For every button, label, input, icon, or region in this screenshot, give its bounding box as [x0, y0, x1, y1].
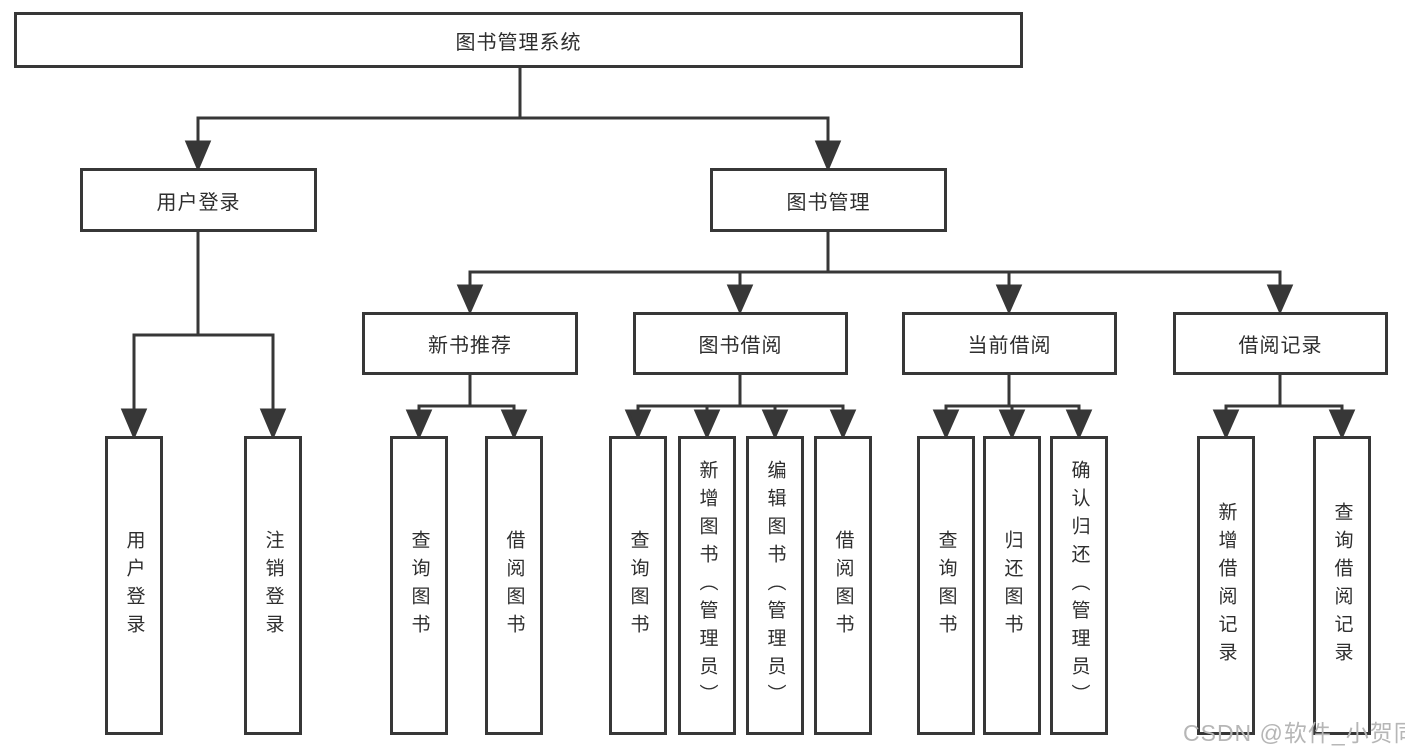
node-user-login: 用户登录: [80, 168, 317, 232]
leaf-user-login-label: 用户登录: [123, 529, 145, 642]
leaf-add-borrow-record-label: 新增借阅记录: [1215, 501, 1237, 670]
leaf-borrow-book-borrowing: 借阅图书: [814, 436, 872, 735]
node-book-management: 图书管理: [710, 168, 947, 232]
node-root-system-label: 图书管理系统: [455, 31, 582, 54]
edge-user-login-to-leaves: [120, 232, 287, 440]
leaf-query-borrow-record-label: 查询借阅记录: [1331, 501, 1353, 670]
node-book-borrowing-label: 图书借阅: [698, 335, 783, 357]
leaf-query-book-current-label: 查询图书: [935, 529, 957, 642]
leaf-borrow-book-borrowing-label: 借阅图书: [832, 529, 854, 642]
edge-book-borrow-to-leaves: [624, 375, 857, 440]
edge-borrow-records-to-leaves: [1212, 375, 1356, 440]
edge-book-mgmt-to-level3: [456, 232, 1294, 315]
leaf-edit-book-admin: 编辑图书（管理员）: [746, 436, 804, 735]
leaf-query-book-recommend-label: 查询图书: [408, 529, 430, 642]
node-user-login-label: 用户登录: [156, 191, 241, 214]
leaf-logout: 注销登录: [244, 436, 302, 735]
leaf-borrow-book-recommend: 借阅图书: [485, 436, 543, 735]
leaf-query-book-borrowing: 查询图书: [609, 436, 667, 735]
leaf-add-book-admin-label: 新增图书（管理员）: [696, 459, 718, 712]
leaf-borrow-book-recommend-label: 借阅图书: [503, 529, 525, 642]
csdn-watermark: CSDN @软件_小贺同学: [1183, 720, 1405, 746]
leaf-edit-book-admin-label: 编辑图书（管理员）: [764, 459, 786, 712]
node-book-borrowing: 图书借阅: [633, 312, 848, 375]
node-borrowing-records: 借阅记录: [1173, 312, 1388, 375]
leaf-add-borrow-record: 新增借阅记录: [1197, 436, 1255, 735]
edge-root-to-level2: [184, 67, 842, 172]
node-borrowing-records-label: 借阅记录: [1238, 335, 1323, 357]
node-new-book-recommend-label: 新书推荐: [428, 335, 512, 357]
leaf-query-book-current: 查询图书: [917, 436, 975, 735]
edge-current-borrow-to-leaves: [932, 375, 1093, 440]
leaf-return-book-label: 归还图书: [1001, 529, 1023, 642]
node-book-management-label: 图书管理: [786, 191, 871, 214]
node-new-book-recommend: 新书推荐: [362, 312, 578, 375]
leaf-logout-label: 注销登录: [262, 529, 284, 642]
leaf-user-login: 用户登录: [105, 436, 163, 735]
leaf-return-book: 归还图书: [983, 436, 1041, 735]
node-current-borrowing: 当前借阅: [902, 312, 1117, 375]
leaf-query-book-recommend: 查询图书: [390, 436, 448, 735]
node-current-borrowing-label: 当前借阅: [967, 335, 1052, 357]
leaf-add-book-admin: 新增图书（管理员）: [678, 436, 736, 735]
leaf-confirm-return-admin-label: 确认归还（管理员）: [1068, 459, 1090, 712]
edge-new-book-rec-to-leaves: [405, 374, 528, 440]
leaf-query-book-borrowing-label: 查询图书: [627, 529, 649, 642]
leaf-query-borrow-record: 查询借阅记录: [1313, 436, 1371, 735]
leaf-confirm-return-admin: 确认归还（管理员）: [1050, 436, 1108, 735]
node-root-system: 图书管理系统: [14, 12, 1023, 68]
